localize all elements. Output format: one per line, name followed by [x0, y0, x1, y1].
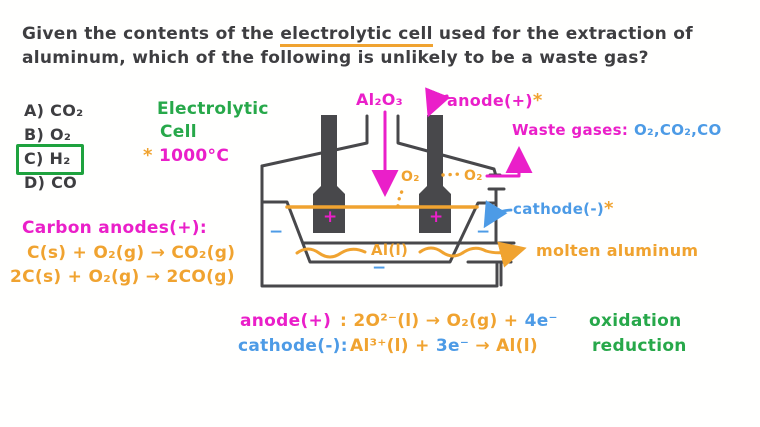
anode-pointer-arrow	[425, 87, 451, 118]
question-line-1: Given the contents of the electrolytic c…	[22, 24, 693, 47]
answer-option-d: D) CO	[24, 173, 78, 192]
question-part2: used for the extraction of	[432, 24, 693, 44]
cathode-half-lhs: Al³⁺(l) +	[350, 336, 430, 356]
oxygen-bubble-label-1: O₂	[401, 169, 420, 185]
molten-aluminum-wave-left	[295, 247, 367, 259]
vessel-outline	[260, 164, 499, 288]
answer-option-a: A) CO₂	[24, 101, 84, 120]
anode-label: anode(+)	[447, 91, 533, 110]
carbon-anode-equation-2: 2C(s) + O₂(g) → 2CO(g)	[10, 267, 235, 287]
waste-gases-group: Waste gases: O₂,CO₂,CO	[512, 120, 722, 139]
oxygen-bubble-trail-2	[441, 172, 463, 177]
molten-aluminum-label: molten aluminum	[536, 241, 699, 260]
molten-aluminum-wave-right	[418, 241, 527, 268]
question-part1: Given the contents of the	[22, 24, 281, 44]
cathode-half-equation: cathode(-):Al³⁺(l) + 3e⁻ → Al(l)	[238, 336, 538, 356]
anode-asterisk: *	[532, 90, 543, 111]
waste-gases-value: O₂,CO₂,CO	[634, 121, 722, 139]
question-line-2: aluminum, which of the following is unli…	[22, 48, 649, 68]
cathode-minus-sign-bottom: −	[372, 258, 387, 278]
question-underlined-term: electrolytic cell	[280, 24, 433, 47]
cathode-label-group: cathode(-)*	[513, 198, 614, 219]
cathode-pot	[261, 200, 498, 264]
alumina-feed-label: Al₂O₃	[356, 90, 403, 109]
oxygen-bubble-trail-1	[396, 186, 406, 208]
cathode-half-label: cathode(-):	[238, 336, 348, 356]
anode-label-group: anode(+)*	[447, 90, 543, 111]
carbon-anodes-title: Carbon anodes(+):	[22, 218, 207, 238]
waste-gas-arrow	[485, 146, 533, 178]
answer-option-c: C) H₂	[24, 149, 71, 168]
cell-note-title-2: Cell	[160, 122, 197, 142]
correct-answer-box	[16, 144, 84, 175]
cathode-pointer-arrow	[483, 200, 513, 229]
cathode-minus-sign-left: −	[269, 222, 284, 242]
anode-electrode-right	[419, 115, 451, 233]
anode-electrode-left	[313, 115, 345, 233]
oxygen-bubble-label-2: O₂	[464, 168, 483, 184]
oxidation-label: oxidation	[589, 311, 682, 331]
anode-half-colon: :	[340, 311, 348, 331]
answer-option-b: B) O₂	[24, 125, 72, 144]
cathode-label: cathode(-)	[513, 200, 605, 218]
cathode-asterisk: *	[604, 198, 614, 219]
cell-note-title-1: Electrolytic	[157, 99, 269, 119]
hood-right-slope	[396, 114, 498, 178]
anode-half-label: anode(+)	[240, 311, 332, 331]
cathode-half-electrons: 3e⁻	[435, 336, 470, 356]
hood-left-slope	[260, 114, 369, 168]
anode-half-electrons: 4e⁻	[524, 311, 558, 331]
waste-gases-label: Waste gases:	[512, 121, 629, 139]
cathode-half-rhs: → Al(l)	[475, 336, 538, 356]
anode-plus-sign-right: +	[429, 207, 444, 227]
temperature-value: 1000°C	[159, 146, 230, 166]
reduction-label: reduction	[592, 336, 687, 356]
cathode-minus-sign-right: −	[476, 222, 491, 242]
temperature-asterisk: *	[143, 145, 153, 166]
anode-half-equation: anode(+): 2O²⁻(l) → O₂(g) + 4e⁻	[240, 311, 558, 331]
anode-plus-sign-left: +	[323, 207, 338, 227]
liquid-aluminum-label: Al(l)	[371, 241, 409, 259]
carbon-anode-equation-1: C(s) + O₂(g) → CO₂(g)	[27, 243, 236, 263]
anode-half-lhs: 2O²⁻(l) → O₂(g) +	[353, 311, 519, 331]
